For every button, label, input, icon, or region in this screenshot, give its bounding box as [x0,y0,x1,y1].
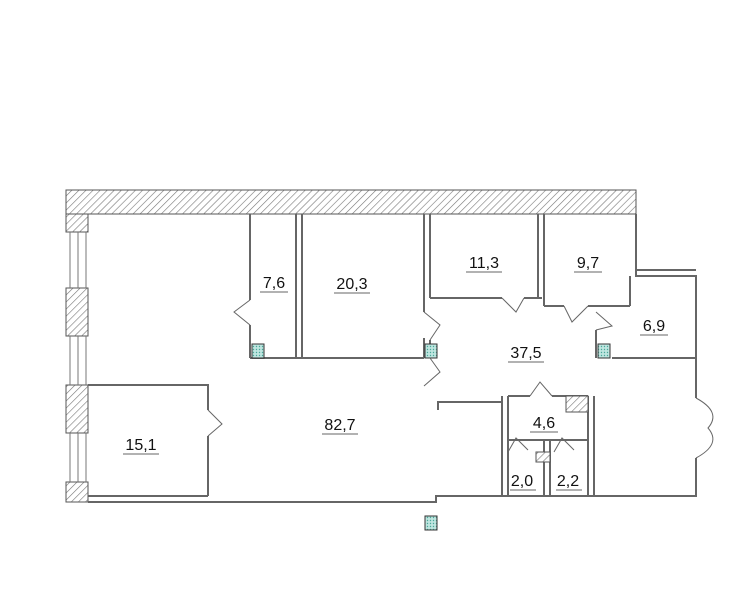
left-wall-segment-3 [65,384,89,434]
vent-shaft-1 [251,343,265,359]
area-label-room-15: 15,1 [125,437,156,454]
doors [207,297,714,459]
shaft-block [565,395,589,413]
left-wall-segment-2 [65,287,89,337]
area-label-wc-b: 2,2 [557,473,579,490]
left-windows [69,232,87,482]
area-label-room-7: 7,6 [263,275,285,292]
area-label-main-hall: 82,7 [324,417,355,434]
left-wall-segment-4 [65,481,89,503]
ventilation-shafts [251,343,611,531]
outer-walls [65,189,637,503]
area-label-room-6: 6,9 [643,318,665,335]
vent-shaft-2 [424,343,438,359]
area-label-wc-a: 2,0 [511,473,533,490]
vent-shaft-4 [424,515,438,531]
left-wall-segment-1 [65,213,89,233]
shaft-block-small [535,451,551,463]
area-label-room-4: 4,6 [533,415,555,432]
interior-walls [88,214,697,503]
top-wall [65,189,637,215]
area-label-room-9: 9,7 [577,255,599,272]
area-label-corridor: 37,5 [510,345,541,362]
area-label-room-11: 11,3 [469,255,499,272]
area-label-room-20: 20,3 [336,276,367,293]
vent-shaft-3 [597,343,611,359]
room-labels: 82,7 37,5 20,3 15,1 11,3 9,7 7,6 6,9 4,6… [123,255,668,491]
